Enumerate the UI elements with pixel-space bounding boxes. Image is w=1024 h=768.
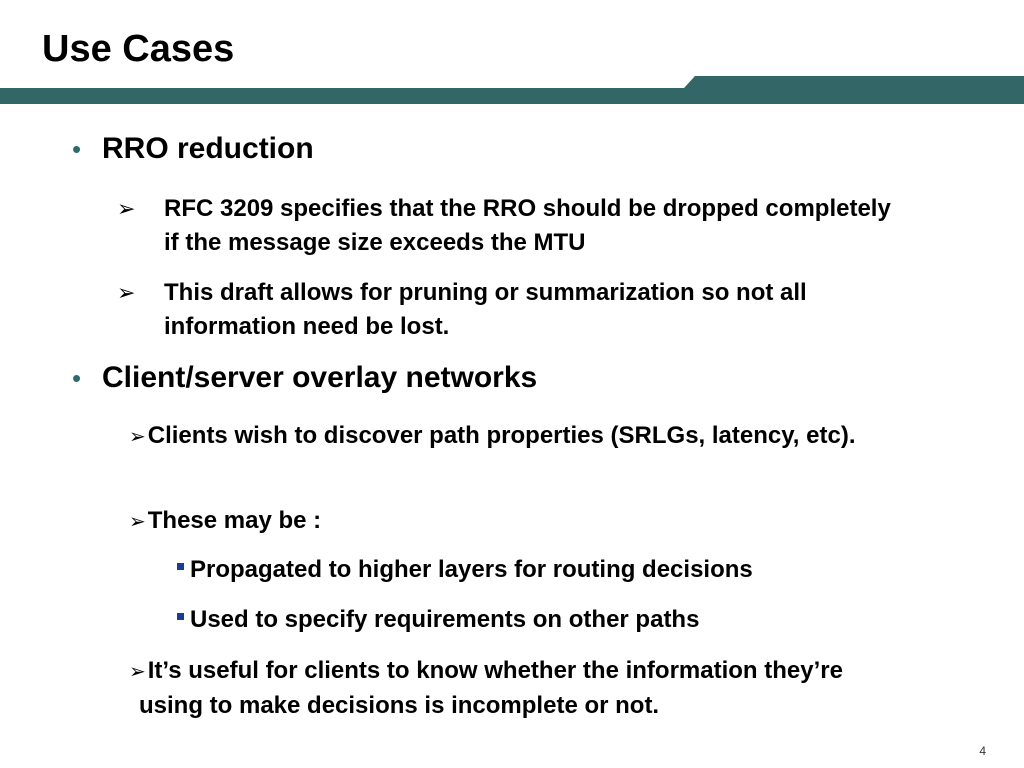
square-bullet-icon [177, 613, 184, 621]
sub-bullet-text: Clients wish to discover path properties… [147, 422, 856, 449]
arrow-bullet-icon: ➢ [129, 661, 146, 683]
bullet-client-server: • Client/server overlay networks [72, 360, 537, 396]
sub-bullet-text: It’s useful for clients to know whether … [139, 657, 843, 719]
bullet-dot-icon: • [72, 363, 82, 393]
sub-bullet-text: These may be : [147, 507, 322, 534]
sub-bullet-text: RFC 3209 specifies that the RRO should b… [164, 195, 891, 256]
nested-bullet-text: Propagated to higher layers for routing … [190, 556, 753, 583]
sub-bullet-clients-wish: ➢Clients wish to discover path propertie… [129, 419, 939, 454]
arrow-bullet-icon: ➢ [117, 280, 136, 305]
page-number: 4 [979, 744, 986, 758]
nested-bullet-text: Used to specify requirements on other pa… [190, 606, 700, 633]
bullet-text: Client/server overlay networks [102, 361, 538, 394]
bullet-dot-icon: • [72, 134, 82, 164]
nested-bullet-propagated: Propagated to higher layers for routing … [177, 553, 753, 587]
square-bullet-icon [177, 563, 184, 571]
slide-title: Use Cases [42, 28, 235, 70]
sub-bullet-useful-for-clients: ➢It’s useful for clients to know whether… [129, 654, 899, 723]
arrow-bullet-icon: ➢ [129, 426, 146, 448]
header-band [0, 76, 1024, 104]
bullet-rro-reduction: • RRO reduction [72, 131, 314, 167]
bullet-text: RRO reduction [102, 132, 314, 165]
sub-bullet-text: This draft allows for pruning or summari… [164, 279, 807, 340]
sub-bullet-these-may-be: ➢These may be : [129, 504, 939, 539]
arrow-bullet-icon: ➢ [129, 511, 146, 533]
arrow-bullet-icon: ➢ [117, 196, 136, 221]
nested-bullet-used-to-specify: Used to specify requirements on other pa… [177, 603, 699, 637]
